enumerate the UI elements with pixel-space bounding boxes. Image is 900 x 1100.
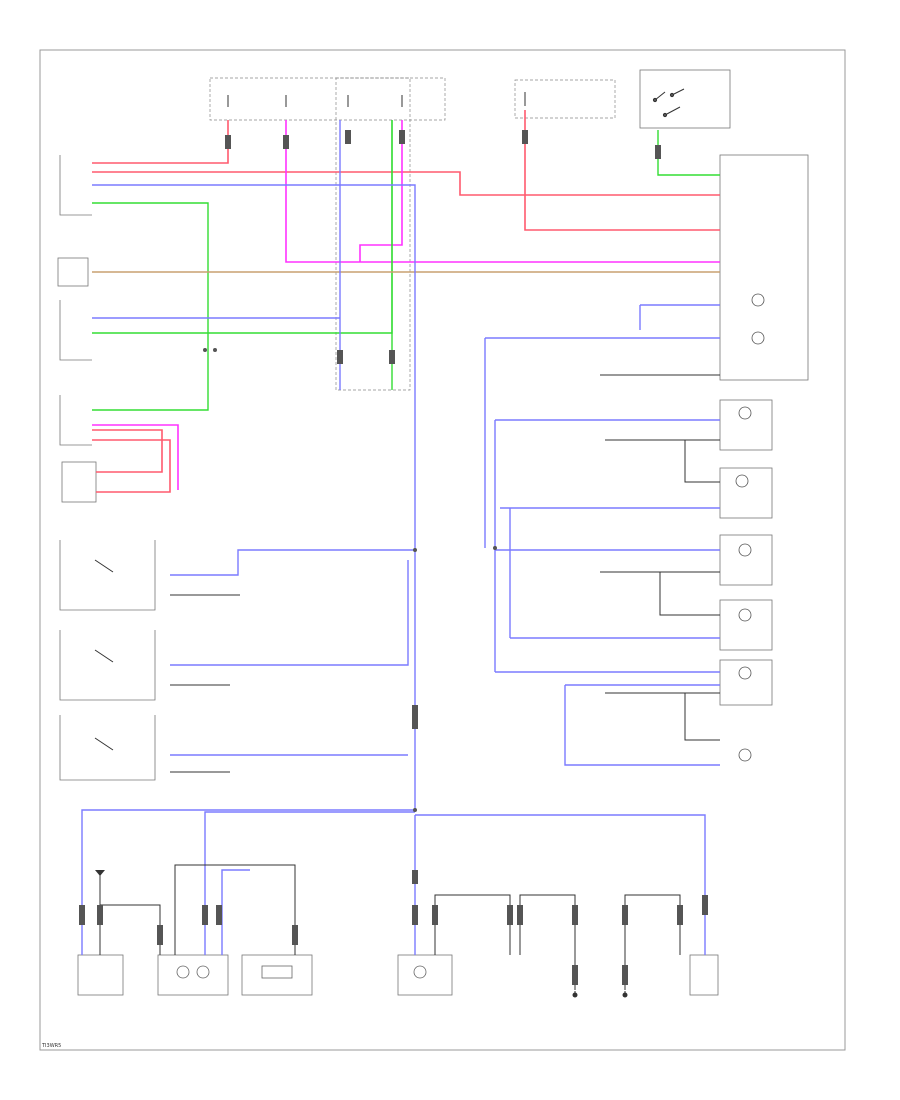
splice-pack (335, 77, 411, 391)
ground-icon (95, 870, 628, 998)
wire-black (99, 374, 720, 995)
seat-heater-switch (77, 954, 124, 996)
ignition-switch-box (639, 69, 731, 129)
traction-control-switch (397, 954, 453, 996)
rear-defroster-switch (689, 954, 719, 996)
fuse-box-right (514, 79, 616, 119)
traction-control-lamp (719, 659, 773, 706)
left-seat-switch (157, 954, 229, 996)
data-link-connector (59, 155, 92, 216)
wire-red (92, 110, 720, 493)
rear-heater-lamp (719, 599, 773, 651)
connector-icon (79, 130, 708, 985)
brake-fluid-level-switch (59, 540, 156, 611)
fuse-panel (209, 69, 731, 129)
right-front-seat-lamp (719, 467, 773, 519)
right-seat-switch (241, 954, 313, 996)
left-front-seat-lamp (719, 399, 773, 451)
diagram-code: TI3WR5 (41, 1043, 61, 1049)
fuse-icon (227, 92, 526, 107)
lamp-icon (176, 965, 427, 979)
switch-icon (652, 88, 685, 118)
instrument-cluster (59, 300, 92, 361)
parking-brake-switch (59, 630, 156, 701)
rear-defroster-lamp (719, 534, 773, 586)
audio-unit (59, 395, 92, 446)
climate-control-module (57, 257, 89, 287)
right-components (719, 154, 809, 762)
switch-icon (94, 559, 114, 751)
mil-lamp (61, 461, 97, 503)
seat-belt-switch (59, 715, 156, 781)
wire-green (92, 120, 720, 411)
lamp-icon (735, 293, 765, 762)
wire-magenta (92, 120, 720, 490)
fuse-box-left (209, 77, 446, 121)
left-components (57, 155, 156, 781)
seat-heater-relay-box (719, 154, 809, 381)
wire-blue (81, 120, 720, 955)
diagram-frame (39, 49, 846, 1051)
